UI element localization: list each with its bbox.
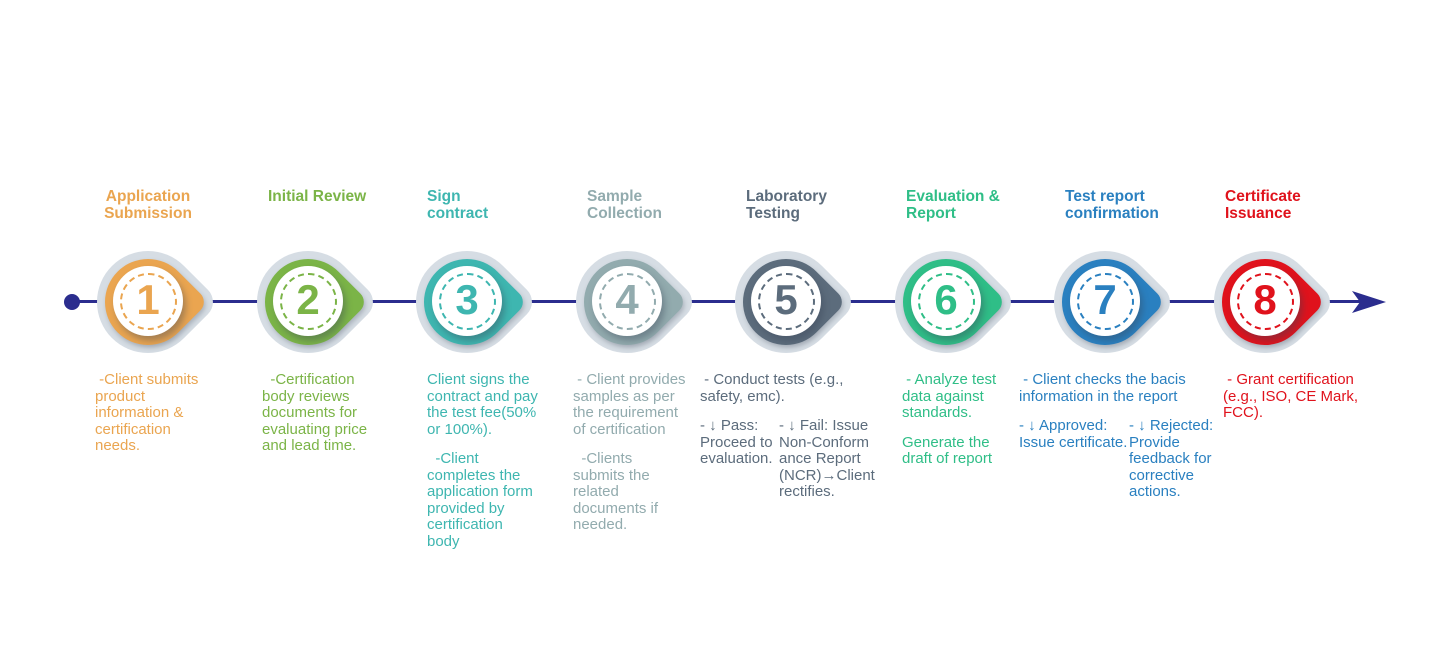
step-title: Initial Review [268,188,367,205]
description-paragraph: -Client completes the application form p… [427,450,533,550]
step-description: - Conduct tests (e.g., safety, emc). - ↓… [700,371,875,501]
description-paragraph: - Grant certification (e.g., ISO, CE Mar… [1223,371,1359,421]
description-paragraph: Generate the draft of report [902,433,993,467]
pin-inner-circle: 8 [1230,266,1300,336]
step-description: - Client provides samples as per the req… [541,371,686,547]
step-number: 4 [615,276,639,323]
pin-dashed-circle: 2 [279,272,337,330]
timeline-right-arrow-icon [1352,291,1386,313]
step-number: 8 [1253,276,1277,323]
pin-inner-circle: 1 [113,266,183,336]
step-2: Initial Review 2 -Certification body rev… [222,0,437,660]
step-4: Sample Collection 4 - Client provides sa… [541,0,756,660]
branch-approved: - ↓ Approved: Issue certificate. [1019,417,1128,451]
pin-inner-circle: 7 [1070,266,1140,336]
step-number: 6 [934,276,958,323]
step-pin-marker: 7 [1032,229,1178,375]
step-pin-marker: 5 [713,229,859,375]
pin-inner-circle: 6 [911,266,981,336]
step-1: Application Submission 1 -Client submits… [62,0,277,660]
step-3: Sign contract 3 Client signs the contrac… [381,0,596,660]
step-pin-marker: 8 [1192,229,1338,375]
branch-rejected: - ↓ Rejected: Provide feedback for corre… [1129,417,1214,500]
step-title: Certificate Issuance [1225,188,1301,222]
step-title: Test report confirmation [1065,188,1159,222]
step-pin-marker: 2 [235,229,381,375]
step-number: 3 [455,276,479,323]
step-number: 2 [296,276,320,323]
description-paragraph: - Analyze test data against standards. [902,371,997,421]
step-title: Sample Collection [587,188,662,222]
pin-dashed-circle: 1 [119,272,177,330]
pin-dashed-circle: 8 [1236,272,1294,330]
branch-pass: - ↓ Pass: Proceed to evaluation. [700,417,773,467]
step-description: - Grant certification (e.g., ISO, CE Mar… [1179,371,1359,435]
branch-row: - ↓ Pass: Proceed to evaluation. - ↓ Fai… [700,417,875,501]
branch-fail: - ↓ Fail: Issue Non-Conform ance Report … [779,417,875,500]
step-description: Client signs the contract and pay the te… [381,371,538,563]
step-6: Evaluation & Report 6 - Analyze test dat… [860,0,1075,660]
step-pin-marker: 3 [394,229,540,375]
step-description: - Client checks the bacis information in… [1019,371,1214,501]
step-5: Laboratory Testing 5 - Conduct tests (e.… [700,0,915,660]
timeline-line [72,300,1362,303]
step-number: 7 [1093,276,1117,323]
pin-inner-circle: 4 [592,266,662,336]
description-paragraph: -Certification body reviews documents fo… [262,371,368,454]
step-description: - Analyze test data against standards. G… [860,371,997,481]
pin-inner-circle: 3 [432,266,502,336]
step-7: Test report confirmation 7 - Client chec… [1019,0,1234,660]
pin-dashed-circle: 7 [1076,272,1134,330]
pin-dashed-circle: 6 [917,272,975,330]
step-number: 5 [774,276,798,323]
step-title: Sign contract [427,188,489,222]
step-title: Application Submission [104,188,192,222]
step-8: Certificate Issuance 8 - Grant certifica… [1179,0,1394,660]
description-paragraph: -Client submits product information & ce… [95,371,199,454]
pin-dashed-circle: 5 [757,272,815,330]
step-pin-marker: 1 [75,229,221,375]
description-paragraph: - Client provides samples as per the req… [573,371,686,438]
pin-dashed-circle: 3 [438,272,496,330]
step-pin-marker: 4 [554,229,700,375]
step-pin-marker: 6 [873,229,1019,375]
description-paragraph: - Conduct tests (e.g., safety, emc). [700,371,844,405]
step-description: -Client submits product information & ce… [62,371,199,468]
description-paragraph: Client signs the contract and pay the te… [427,371,538,438]
description-paragraph: -Clients submits the related documents i… [573,450,659,533]
timeline-start-dot-icon [64,294,80,310]
description-paragraph: - Client checks the bacis information in… [1019,371,1186,405]
pin-inner-circle: 5 [751,266,821,336]
step-title: Laboratory Testing [746,188,827,222]
pin-dashed-circle: 4 [598,272,656,330]
branch-row: - ↓ Approved: Issue certificate. - ↓ Rej… [1019,417,1214,501]
step-number: 1 [136,276,160,323]
step-description: -Certification body reviews documents fo… [222,371,368,468]
step-title: Evaluation & Report [906,188,1000,222]
pin-inner-circle: 2 [273,266,343,336]
